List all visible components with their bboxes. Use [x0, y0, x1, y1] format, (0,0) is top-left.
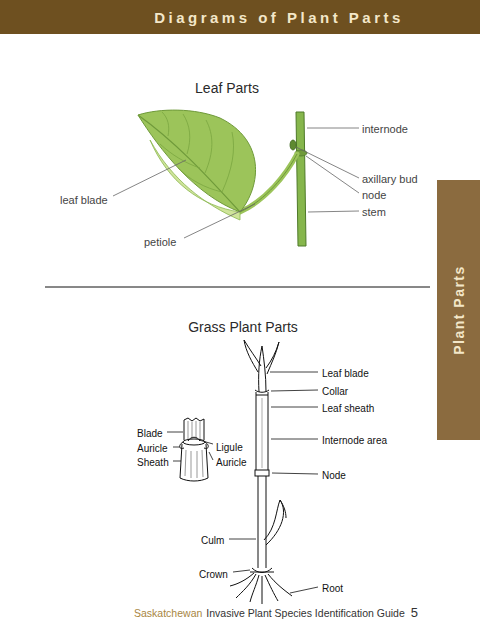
leaf-blade [266, 342, 279, 374]
midrib [138, 115, 240, 212]
node [255, 470, 269, 476]
part-label: Node [322, 470, 346, 481]
part-label: Auricle [137, 443, 168, 454]
label-holder: Blade [137, 423, 163, 441]
label-holder: leaf blade [60, 190, 108, 208]
part-label: leaf blade [60, 194, 108, 206]
leader-lines [167, 372, 318, 593]
leaf-blade [244, 340, 261, 372]
label-holder: Sheath [137, 452, 169, 470]
label-holder: internode [362, 119, 408, 137]
part-label: Blade [137, 428, 163, 439]
part-label: petiole [144, 236, 176, 248]
label-holder: Collar [322, 381, 348, 399]
axillary-bud [290, 140, 296, 150]
section-heading: Leaf Parts [195, 80, 259, 96]
section-heading: Grass Plant Parts [188, 319, 298, 335]
stem [296, 112, 306, 246]
label-holder: Internode area [322, 430, 387, 448]
leaf-illustration [113, 110, 359, 246]
part-label: Collar [322, 386, 348, 397]
divider-rule [45, 287, 430, 288]
part-label: Auricle [216, 457, 247, 468]
part-label: Sheath [137, 457, 169, 468]
side-tab: Plant Parts [437, 180, 480, 440]
part-label: Leaf blade [322, 368, 369, 379]
label-holder: Ligule [216, 437, 243, 455]
label-holder: Grass Plant Parts [188, 318, 298, 336]
tab-label: Plant Parts [451, 265, 467, 355]
leaf-blade [259, 346, 266, 392]
label-holder: Culm [201, 530, 224, 548]
label-holder: Auricle [216, 452, 247, 470]
header-bar: Diagrams of Plant Parts [0, 0, 480, 34]
grass-illustration [167, 340, 318, 604]
collar [255, 390, 269, 392]
part-label: stem [362, 206, 386, 218]
leaf-veins [160, 112, 234, 192]
page-number: 5 [411, 605, 418, 620]
part-label: Crown [199, 569, 228, 580]
label-holder: petiole [144, 232, 176, 250]
bent-leaf [264, 500, 284, 545]
label-holder: Leaf Parts [195, 79, 259, 97]
part-label: Culm [201, 535, 224, 546]
part-label: Leaf sheath [322, 403, 374, 414]
part-label: axillary bud [362, 173, 418, 185]
label-holder: axillary bud [362, 169, 418, 187]
collar-inset [180, 418, 209, 481]
label-holder: stem [362, 202, 386, 220]
label-holder: Node [322, 465, 346, 483]
page-title: Diagrams of Plant Parts [154, 9, 404, 26]
roots [230, 573, 292, 604]
footer-text: Invasive Plant Species Identification Gu… [206, 607, 404, 619]
label-holder: Leaf sheath [322, 398, 374, 416]
part-label: internode [362, 123, 408, 135]
label-holder: Crown [199, 564, 228, 582]
part-label: Ligule [216, 442, 243, 453]
label-holder: Leaf blade [322, 363, 369, 381]
label-holder: node [362, 185, 386, 203]
leader-lines [113, 128, 359, 238]
part-label: Internode area [322, 435, 387, 446]
label-holder: Root [322, 578, 343, 596]
footer: Saskatchewan Invasive Plant Species Ident… [134, 603, 418, 621]
label-holder: Auricle [137, 438, 168, 456]
part-label: node [362, 189, 386, 201]
culm [258, 476, 259, 568]
leaf-sheath [256, 392, 257, 470]
part-label: Root [322, 583, 343, 594]
footer-text: Saskatchewan [134, 607, 202, 619]
